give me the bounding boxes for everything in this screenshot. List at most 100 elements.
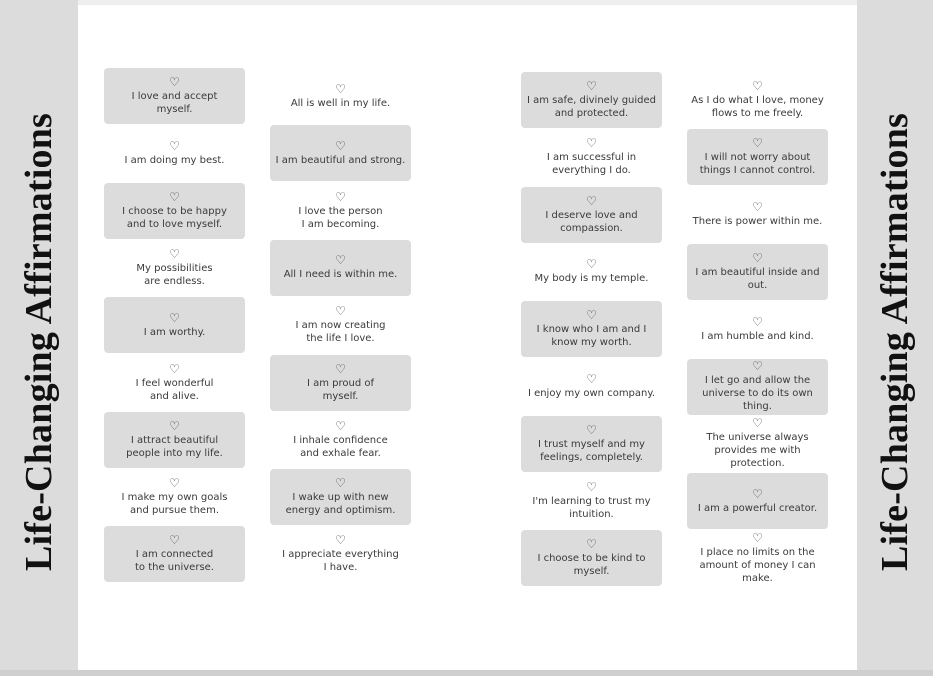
affirmation-card: ♡My possibilities are endless. — [104, 240, 245, 296]
spine-title-left: Life-Changing Affirmations — [18, 112, 60, 572]
affirmation-text: I attract beautiful people into my life. — [126, 434, 223, 459]
heart-icon: ♡ — [169, 418, 180, 433]
affirmation-card: ♡I am humble and kind. — [687, 301, 828, 357]
affirmation-card: ♡I trust myself and my feelings, complet… — [521, 415, 662, 472]
affirmation-card: ♡I love the person I am becoming. — [270, 183, 411, 239]
heart-icon: ♡ — [752, 200, 763, 215]
heart-icon: ♡ — [586, 308, 597, 323]
affirmation-card: ♡I am beautiful and strong. — [270, 125, 411, 182]
heart-icon: ♡ — [752, 136, 763, 151]
heart-icon: ♡ — [335, 476, 346, 491]
affirmation-card: ♡All is well in my life. — [270, 68, 411, 124]
affirmation-card: ♡ I let go and allow the universe to do i… — [687, 358, 828, 415]
heart-icon: ♡ — [586, 136, 597, 151]
left-spine: Life-Changing Affirmations — [0, 0, 78, 670]
affirmation-text: I choose to be happy and to love myself. — [122, 205, 227, 230]
heart-icon: ♡ — [169, 310, 180, 325]
affirmation-text: I am humble and kind. — [701, 330, 814, 342]
heart-icon: ♡ — [586, 422, 597, 437]
affirmation-text: My body is my temple. — [534, 273, 649, 285]
affirmation-text: I am worthy. — [143, 326, 206, 338]
heart-icon: ♡ — [752, 359, 763, 373]
heart-icon: ♡ — [586, 372, 597, 386]
heart-icon: ♡ — [752, 530, 763, 545]
heart-icon: ♡ — [335, 304, 346, 319]
heart-icon: ♡ — [335, 361, 346, 376]
affirmation-card: ♡I place no limits on the amount of mone… — [687, 530, 828, 586]
heart-icon: ♡ — [586, 537, 597, 552]
affirmation-card: ♡I choose to be happy and to love myself… — [104, 182, 245, 239]
affirmation-text: I am beautiful and strong. — [275, 154, 406, 166]
heart-icon: ♡ — [169, 476, 180, 491]
heart-icon: ♡ — [586, 480, 597, 495]
heart-icon: ♡ — [335, 81, 346, 96]
affirmation-card: ♡I am safe, divinely guided and protecte… — [521, 72, 662, 128]
affirmation-card: ♡I am now creating the life I love. — [270, 297, 411, 353]
affirmation-card: ♡I am successful in everything I do. — [521, 129, 662, 185]
affirmation-card: ♡All I need is within me. — [270, 239, 411, 296]
affirmation-text: All I need is within me. — [283, 269, 398, 281]
affirmation-text: I place no limits on the amount of money… — [699, 546, 816, 584]
affirmation-text: I love and accept myself. — [131, 91, 218, 115]
heart-icon: ♡ — [752, 79, 763, 93]
affirmation-card: ♡There is power within me. — [687, 187, 828, 243]
affirmation-card: ♡I am worthy. — [104, 297, 245, 354]
affirmation-card: ♡I enjoy my own company. — [521, 359, 662, 415]
spine-title-right: Life-Changing Affirmations — [874, 112, 916, 572]
right-spine: Life-Changing Affirmations — [857, 0, 933, 670]
affirmation-text: I wake up with new energy and optimism. — [285, 492, 396, 517]
affirmation-card: ♡I am a powerful creator. — [687, 473, 828, 530]
top-border — [0, 0, 933, 5]
heart-icon: ♡ — [169, 246, 180, 261]
affirmation-card: ♡I am proud of myself. — [270, 354, 411, 411]
bottom-border — [0, 670, 933, 676]
affirmation-text: I will not worry about things I cannot c… — [699, 152, 816, 177]
affirmation-card: ♡I am connected to the universe. — [104, 526, 245, 583]
affirmation-card: ♡I attract beautiful people into my life… — [104, 411, 245, 468]
affirmation-card: ♡I know who I am and I know my worth. — [521, 301, 662, 358]
affirmation-card: ♡My body is my temple. — [521, 244, 662, 300]
affirmation-card: ♡I inhale confidence and exhale fear. — [270, 412, 411, 468]
affirmation-text: I am proud of myself. — [306, 377, 375, 402]
heart-icon: ♡ — [335, 138, 346, 153]
heart-icon: ♡ — [586, 193, 597, 208]
affirmation-text: I am safe, divinely guided and protected… — [526, 95, 657, 119]
affirmation-card: ♡I am beautiful inside and out. — [687, 243, 828, 300]
affirmation-text: My possibilities are endless. — [136, 262, 213, 287]
heart-icon: ♡ — [169, 138, 180, 153]
heart-icon: ♡ — [752, 416, 763, 431]
affirmation-text: I am now creating the life I love. — [295, 320, 386, 345]
heart-icon: ♡ — [752, 314, 763, 329]
affirmation-text: I inhale confidence and exhale fear. — [293, 434, 388, 459]
heart-icon: ♡ — [169, 75, 180, 89]
affirmation-text: I deserve love and compassion. — [545, 209, 638, 234]
heart-icon: ♡ — [335, 418, 346, 433]
affirmation-card: ♡I deserve love and compassion. — [521, 186, 662, 243]
affirmation-text: I am successful in everything I do. — [546, 152, 637, 177]
heart-icon: ♡ — [752, 250, 763, 265]
affirmation-text: I am connected to the universe. — [135, 549, 214, 574]
affirmation-text: I make my own goals and pursue them. — [121, 492, 228, 517]
heart-icon: ♡ — [169, 189, 180, 204]
affirmation-text: All is well in my life. — [290, 97, 391, 109]
affirmation-text: I know who I am and I know my worth. — [536, 324, 647, 349]
affirmation-card: ♡I choose to be kind to myself. — [521, 530, 662, 587]
affirmation-card: ♡I will not worry about things I cannot … — [687, 129, 828, 186]
affirmation-card: ♡I wake up with new energy and optimism. — [270, 469, 411, 526]
affirmation-text: I let go and allow the universe to do it… — [702, 375, 813, 412]
affirmation-text: I am a powerful creator. — [697, 502, 818, 514]
affirmation-card: ♡The universe always provides me with pr… — [687, 416, 828, 472]
affirmation-card: ♡I am doing my best. — [104, 125, 245, 181]
heart-icon: ♡ — [752, 486, 763, 501]
affirmation-text: I'm learning to trust my intuition. — [532, 496, 651, 521]
affirmation-text: I trust myself and my feelings, complete… — [538, 438, 645, 463]
affirmation-card: ♡I make my own goals and pursue them. — [104, 469, 245, 525]
heart-icon: ♡ — [586, 257, 597, 272]
affirmation-card: ♡I feel wonderful and alive. — [104, 355, 245, 411]
heart-icon: ♡ — [335, 253, 346, 268]
affirmation-text: I feel wonderful and alive. — [135, 377, 214, 402]
affirmation-text: As I do what I love, money flows to me f… — [691, 95, 824, 119]
affirmation-text: The universe always provides me with pro… — [706, 432, 809, 470]
heart-icon: ♡ — [169, 533, 180, 548]
heart-icon: ♡ — [335, 189, 346, 204]
